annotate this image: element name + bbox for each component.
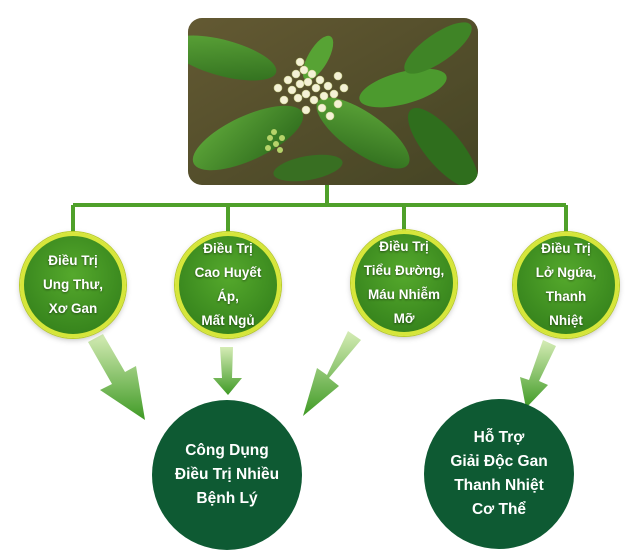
tree-connectors bbox=[71, 185, 568, 232]
node-label: Điều Trị Tiểu Đường, Máu Nhiễm Mỡ bbox=[363, 239, 445, 326]
arrow-4 bbox=[520, 340, 556, 408]
node-label: Điều Trị Lở Ngứa, Thanh Nhiệt bbox=[535, 241, 597, 328]
outcome-label: Hỗ Trợ Giải Độc Gan Thanh Nhiệt Cơ Thể bbox=[450, 429, 548, 518]
node-treat-hypertension-insomnia: Điều Trị Cao Huyết Áp, Mất Ngủ bbox=[175, 232, 281, 338]
node-label: Điều Trị Ung Thư, Xơ Gan bbox=[42, 253, 103, 316]
plant-photo bbox=[188, 18, 478, 185]
node-treat-cancer-cirrhosis: Điều Trị Ung Thư, Xơ Gan bbox=[20, 232, 126, 338]
node-label: Điều Trị Cao Huyết Áp, Mất Ngủ bbox=[194, 241, 262, 328]
outcome-liver-detox: Hỗ Trợ Giải Độc Gan Thanh Nhiệt Cơ Thể bbox=[424, 399, 574, 549]
node-treat-diabetes-lipids: Điều Trị Tiểu Đường, Máu Nhiễm Mỡ bbox=[351, 230, 457, 336]
outcome-treat-many-diseases: Công Dụng Điều Trị Nhiều Bệnh Lý bbox=[152, 400, 302, 550]
arrow-3 bbox=[303, 331, 361, 416]
node-treat-itching-heat: Điều Trị Lở Ngứa, Thanh Nhiệt bbox=[513, 232, 619, 338]
plant-image bbox=[188, 18, 478, 185]
outcome-label: Công Dụng Điều Trị Nhiều Bệnh Lý bbox=[174, 442, 280, 507]
arrow-1 bbox=[88, 334, 145, 420]
arrow-2 bbox=[213, 347, 242, 395]
